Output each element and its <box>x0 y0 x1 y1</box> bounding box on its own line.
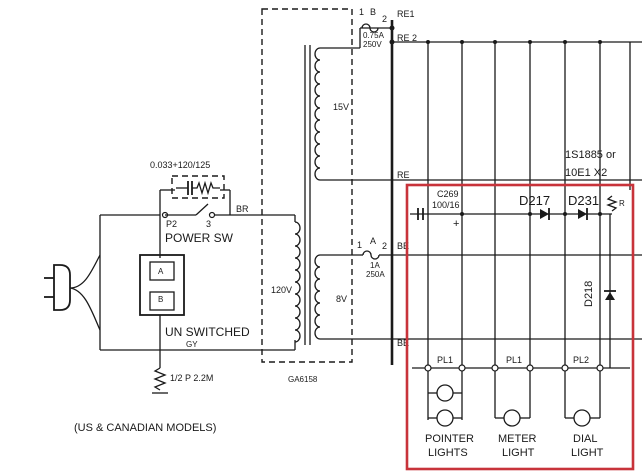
re1-label: RE1 <box>397 9 415 19</box>
fuse1-num2: 2 <box>382 14 387 24</box>
power-switch-symbol <box>161 203 216 219</box>
p3-label: 3 <box>206 219 211 229</box>
models-note: (US & CANADIAN MODELS) <box>74 422 216 434</box>
fuse2-num2: 2 <box>382 241 387 251</box>
pl1-label-a: PL1 <box>437 355 453 365</box>
dial-label-2: LIGHT <box>571 447 604 459</box>
transformer-secondary-15v <box>314 47 392 181</box>
fuse1-num: 1 <box>359 7 364 17</box>
pointer-label-2: LIGHTS <box>428 447 468 459</box>
snubber-network <box>171 175 225 199</box>
meter-lamp <box>494 371 531 427</box>
power-sw-label: POWER SW <box>165 231 234 245</box>
d218-label: D218 <box>583 281 595 307</box>
c269-capacitor <box>410 208 440 220</box>
secondary-8v-label: 8V <box>336 294 347 304</box>
mains-wiring <box>99 189 296 368</box>
fuse-1-symbol <box>359 23 390 48</box>
fuse2-volt: 250A <box>366 270 385 279</box>
ac-plug-icon <box>44 254 101 331</box>
p2-label: P2 <box>166 219 177 229</box>
d231-diode <box>578 208 588 220</box>
small-resistor-symbol <box>606 195 618 212</box>
outlet-b-label: B <box>158 295 163 304</box>
be2-label: BE <box>397 338 409 348</box>
snubber-label: 0.033+120/125 <box>150 160 210 170</box>
transformer-part-label: GA6158 <box>288 375 318 384</box>
fuse1-b: B <box>370 7 376 17</box>
meter-label-2: LIGHT <box>502 447 535 459</box>
fuse2-rating: 1A <box>370 261 380 270</box>
primary-voltage-label: 120V <box>271 285 292 295</box>
d217-diode <box>540 208 550 220</box>
unswitched-label: UN SWITCHED <box>165 325 250 339</box>
re-label: RE <box>397 170 410 180</box>
meter-label-1: METER <box>498 433 537 445</box>
d218-diode <box>604 214 616 368</box>
be1-label: BE <box>397 241 409 251</box>
c269-plus: + <box>453 218 459 230</box>
dial-lamp <box>564 371 601 427</box>
d217-label: D217 <box>519 193 550 208</box>
fuse1-rating: 0.75A <box>363 31 385 40</box>
dial-label-1: DIAL <box>573 433 597 445</box>
resistor-symbol <box>152 367 168 394</box>
d231-label: D231 <box>568 193 599 208</box>
rail-feeders <box>426 40 631 368</box>
highlight-box <box>405 183 635 471</box>
re2-label: RE 2 <box>397 33 417 43</box>
fuse2-num: 1 <box>357 240 362 250</box>
br-label: BR <box>236 204 249 214</box>
outlet-block <box>139 254 185 316</box>
fuse-2-symbol <box>360 250 392 260</box>
resistor-label: 1/2 P 2.2M <box>170 373 213 383</box>
transformer-primary-coil <box>294 221 301 343</box>
pl1-label-b: PL1 <box>506 355 522 365</box>
fuse1-volt: 250V <box>363 40 382 49</box>
c269-label: C269 <box>437 189 459 199</box>
pointer-label-1: POINTER <box>425 433 474 445</box>
outlet-a-label: A <box>158 267 164 276</box>
diode-note-2: 10E1 X2 <box>565 167 607 179</box>
small-resistor-label: R <box>619 199 625 208</box>
pointer-lamps <box>427 371 463 427</box>
pl2-label: PL2 <box>573 355 589 365</box>
fuse2-a: A <box>370 236 376 246</box>
gy-label: GY <box>186 340 198 349</box>
diode-note-1: 1S1885 or <box>565 149 616 161</box>
transformer-outline <box>261 8 353 363</box>
c269-value: 100/16 <box>432 200 460 210</box>
transformer-secondary-8v <box>314 254 392 340</box>
secondary-15v-label: 15V <box>333 102 349 112</box>
